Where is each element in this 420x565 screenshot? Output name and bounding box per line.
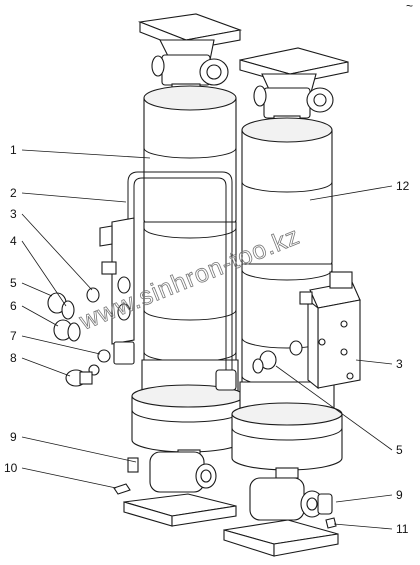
callout-3-left: 3 xyxy=(10,207,17,221)
corner-mark: ~ xyxy=(406,0,413,13)
callout-8: 8 xyxy=(10,351,17,365)
right-bottom-mount xyxy=(223,477,339,557)
callout-9-right: 9 xyxy=(396,488,403,502)
callout-7: 7 xyxy=(10,329,17,343)
callout-labels: 1 2 3 4 5 6 7 8 9 10 12 3 5 9 11 ~ xyxy=(4,0,413,536)
callout-5-left: 5 xyxy=(10,276,17,290)
left-cylinder-barrel xyxy=(143,85,237,231)
callout-1: 1 xyxy=(10,143,17,157)
right-port-fitting xyxy=(252,340,303,374)
callout-2: 2 xyxy=(10,186,17,200)
left-pipe-loop xyxy=(127,171,237,391)
callout-12: 12 xyxy=(396,179,410,193)
leader-lines xyxy=(21,149,393,530)
callout-4: 4 xyxy=(10,234,17,248)
left-cylinder-lower xyxy=(131,359,245,461)
left-bottom-mount xyxy=(113,451,237,527)
callout-3-right: 3 xyxy=(396,357,403,371)
left-top-mount xyxy=(137,13,243,95)
right-cylinder-lower xyxy=(231,381,343,479)
callout-10: 10 xyxy=(4,461,18,475)
left-valve-block xyxy=(99,217,135,365)
callout-5-right: 5 xyxy=(396,443,403,457)
callout-9-left: 9 xyxy=(10,430,17,444)
callout-11: 11 xyxy=(396,522,409,536)
right-top-mount xyxy=(239,47,349,127)
left-cylinder-assembly xyxy=(47,13,245,527)
right-valve-block xyxy=(299,271,361,390)
left-fittings xyxy=(47,287,111,387)
right-cylinder-assembly xyxy=(223,47,361,557)
callout-6: 6 xyxy=(10,299,17,313)
